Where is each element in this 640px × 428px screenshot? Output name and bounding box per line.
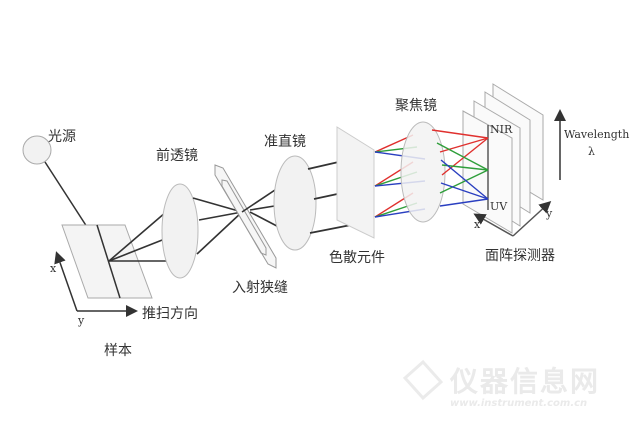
entrance-slit xyxy=(214,164,277,269)
label-dispersive-element: 色散元件 xyxy=(329,250,385,266)
label-sample: 样本 xyxy=(104,343,132,359)
label-detector-axis-x: x xyxy=(474,218,481,231)
label-uv: UV xyxy=(490,200,508,213)
label-detector-axis-y: y xyxy=(546,207,553,220)
label-light-source: 光源 xyxy=(48,129,76,145)
label-entrance-slit: 入射狭缝 xyxy=(232,280,288,296)
focusing-lens xyxy=(400,121,446,223)
label-axis-y: y xyxy=(78,314,85,327)
collimator-lens xyxy=(273,155,317,251)
front-lens xyxy=(161,183,199,279)
label-lambda: λ xyxy=(588,145,595,158)
watermark-url: www.instrument.com.cn xyxy=(450,398,588,409)
label-nir: NIR xyxy=(490,123,513,136)
label-focusing-lens: 聚焦镜 xyxy=(395,98,437,114)
watermark-title: 仪器信息网 xyxy=(450,365,601,398)
label-front-lens: 前透镜 xyxy=(156,148,198,164)
light-source xyxy=(22,135,52,165)
label-wavelength: Wavelength xyxy=(564,128,630,141)
dispersive-element xyxy=(336,126,375,239)
label-axis-x: x xyxy=(50,262,57,275)
label-area-detector: 面阵探测器 xyxy=(485,248,555,264)
watermark-logo xyxy=(402,359,444,401)
label-scan-direction: 推扫方向 xyxy=(142,306,198,322)
label-collimator: 准直镜 xyxy=(264,134,306,150)
